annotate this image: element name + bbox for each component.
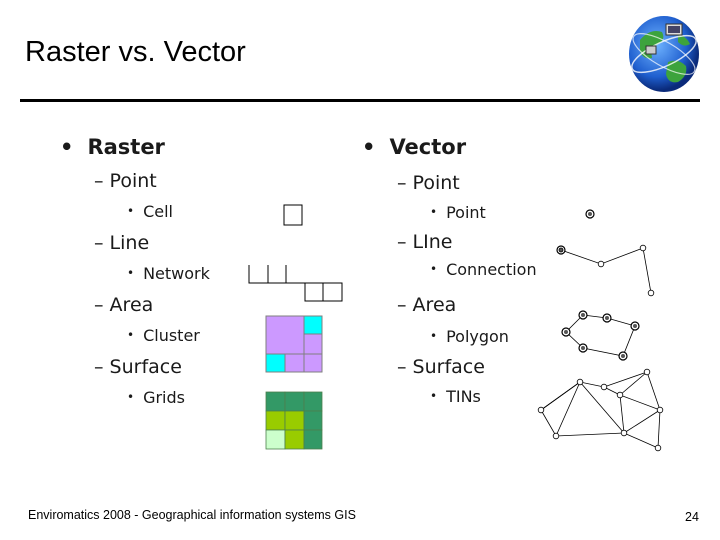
- slide-footer: Enviromatics 2008 - Geographical informa…: [28, 508, 356, 522]
- raster-cluster-figure: [266, 316, 322, 372]
- vector-connection-figure: [557, 245, 654, 296]
- raster-grids-figure: [266, 392, 322, 449]
- vector-tins-figure: [538, 369, 663, 451]
- vector-polygon-figure: [562, 311, 639, 360]
- vector-point-figure: [586, 210, 594, 218]
- raster-network-figure: [249, 265, 342, 301]
- page-number: 24: [685, 510, 699, 524]
- raster-cell-figure: [284, 205, 302, 225]
